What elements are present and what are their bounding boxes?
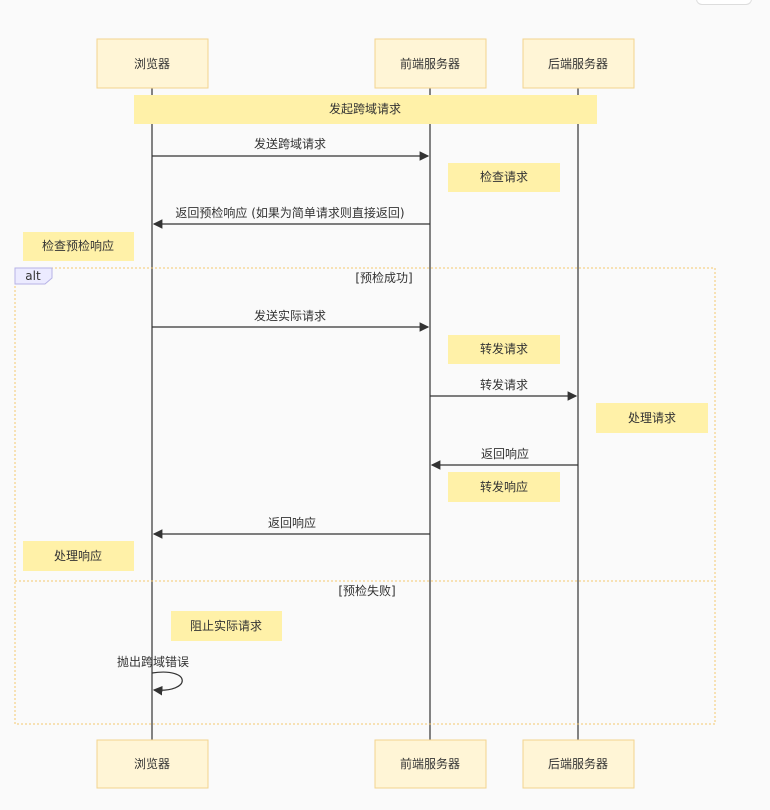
note-forward-response-text: 转发响应 <box>480 479 528 494</box>
corner-tab <box>696 0 752 5</box>
actor-frontend-bottom-label: 前端服务器 <box>400 756 460 771</box>
note-process-response-text: 处理响应 <box>54 548 102 563</box>
actor-frontend-bottom <box>374 739 487 789</box>
note-check-preflight-response <box>23 232 134 261</box>
alt-keyword: alt <box>25 269 41 283</box>
actor-backend-top-label: 后端服务器 <box>548 56 608 71</box>
message-throw-cors-error-loop-arrow <box>151 671 183 696</box>
actor-frontend-top-label: 前端服务器 <box>400 56 460 71</box>
message-frontend-response-label: 返回响应 <box>268 515 316 530</box>
note-block-actual-request <box>171 611 282 641</box>
actor-browser-bottom-label: 浏览器 <box>134 756 170 771</box>
note-initiate-cors-request <box>134 95 597 124</box>
actor-browser-top <box>96 38 209 89</box>
actor-backend-top <box>522 38 635 89</box>
note-initiate-cors-request-text: 发起跨域请求 <box>329 101 401 116</box>
message-backend-response-label: 返回响应 <box>481 446 529 461</box>
actor-frontend-top <box>374 38 487 89</box>
alt-label-box <box>14 267 53 285</box>
note-process-request-text: 处理请求 <box>628 411 676 425</box>
note-block-actual-request-text: 阻止实际请求 <box>190 618 262 633</box>
alt-condition-success: [预检成功] <box>355 270 412 285</box>
actor-browser-top-label: 浏览器 <box>134 56 170 71</box>
note-forward-response <box>448 472 560 502</box>
note-check-preflight-response-text: 检查预检响应 <box>42 238 114 253</box>
note-process-response <box>23 541 134 571</box>
message-send-actual-request-label: 发送实际请求 <box>254 308 326 323</box>
actor-backend-bottom <box>522 739 635 789</box>
note-check-request <box>448 163 560 192</box>
actor-browser-bottom <box>96 739 209 789</box>
note-check-request-text: 检查请求 <box>480 169 528 184</box>
alt-condition-failure: [预检失败] <box>338 583 395 598</box>
note-process-request <box>596 403 708 433</box>
message-preflight-response-label: 返回预检响应 (如果为简单请求则直接返回) <box>175 205 404 220</box>
message-throw-cors-error-label: 抛出跨域错误 <box>117 654 189 669</box>
alt-frame <box>14 267 716 725</box>
note-forward-request-text: 转发请求 <box>480 341 528 356</box>
note-forward-request <box>448 335 560 364</box>
actor-backend-bottom-label: 后端服务器 <box>548 756 608 771</box>
message-forward-request-label: 转发请求 <box>480 377 528 392</box>
message-send-cors-request-label: 发送跨域请求 <box>254 136 326 151</box>
